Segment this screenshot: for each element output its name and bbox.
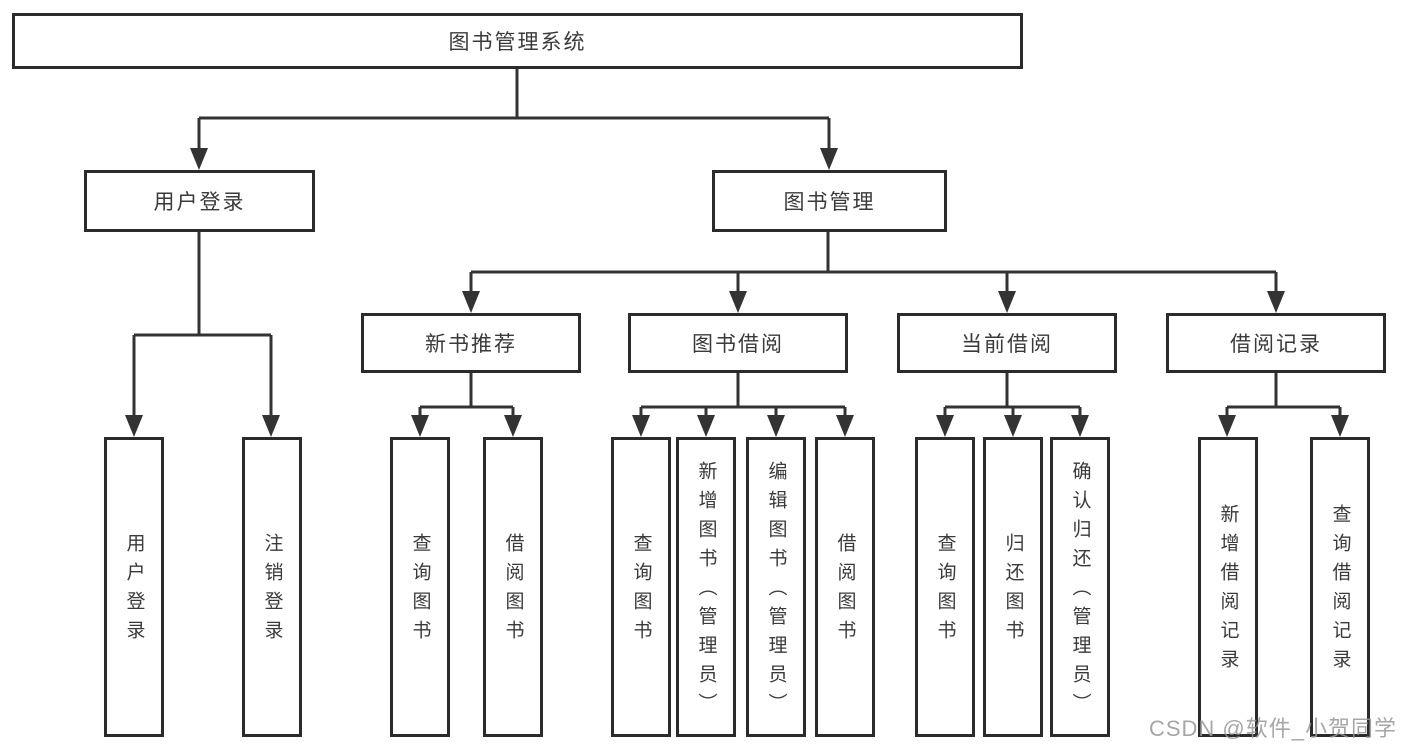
watermark: CSDN @软件_小贺同学 [1148,716,1397,741]
node-root: 图书管理系统 [12,13,1023,69]
leaf-user-login: 用户登录 [104,437,164,737]
leaf-newbook-query-books: 查询图书 [390,437,450,737]
leaf-borrow-edit-books-admin: 编辑图书（管理员） [746,437,806,737]
leaf-current-return-books: 归还图书 [983,437,1043,737]
leaf-logout-login: 注销登录 [242,437,302,737]
node-book-management: 图书管理 [712,170,947,232]
leaf-borrow-borrow-books: 借阅图书 [815,437,875,737]
node-borrow-record: 借阅记录 [1166,313,1386,373]
node-user-login: 用户登录 [84,170,315,232]
node-new-book-recommend: 新书推荐 [361,313,581,373]
node-current-borrow: 当前借阅 [897,313,1117,373]
node-book-borrow: 图书借阅 [628,313,848,373]
leaf-record-query-borrow-record: 查询借阅记录 [1310,437,1370,737]
leaf-borrow-query-books: 查询图书 [611,437,671,737]
leaf-newbook-borrow-books: 借阅图书 [483,437,543,737]
leaf-current-confirm-return-admin: 确认归还（管理员） [1050,437,1110,737]
leaf-borrow-add-books-admin: 新增图书（管理员） [676,437,736,737]
leaf-record-add-borrow-record: 新增借阅记录 [1198,437,1258,737]
leaf-current-query-books: 查询图书 [915,437,975,737]
